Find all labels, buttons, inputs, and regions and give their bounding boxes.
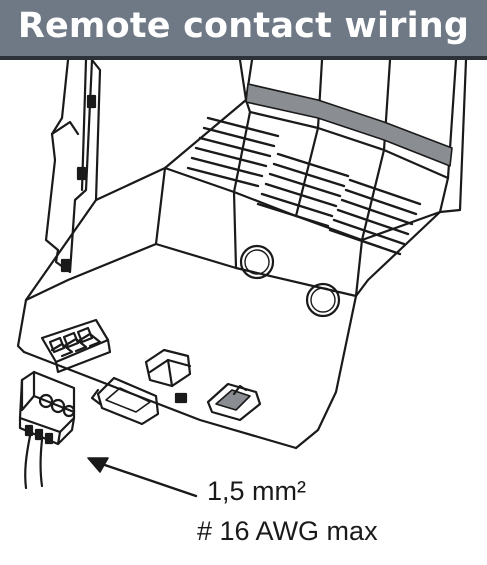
shaded-strip xyxy=(245,83,453,167)
push-button xyxy=(144,348,192,388)
title-bar: Remote contact wiring xyxy=(0,0,487,60)
din-rail-clip xyxy=(44,60,102,274)
indicator-window-1 xyxy=(239,244,275,280)
vent-grille-left xyxy=(186,116,280,188)
device-illustration xyxy=(16,60,468,498)
vent-grille-middle xyxy=(256,152,350,228)
wire-size-label: 1,5 mm² xyxy=(207,476,307,506)
arrow-pointer-icon xyxy=(87,457,198,498)
connector-wires xyxy=(24,434,44,490)
diagram-title: Remote contact wiring xyxy=(17,5,470,46)
module-housing xyxy=(16,60,468,450)
slide-switch xyxy=(206,382,262,422)
fuse-holder xyxy=(90,376,160,426)
awg-rating-label: # 16 AWG max xyxy=(197,516,378,546)
indicator-window-2 xyxy=(305,282,341,318)
status-led xyxy=(174,392,188,404)
vent-grille-right xyxy=(328,178,422,256)
terminal-socket xyxy=(40,318,112,374)
plug-connector-icon xyxy=(18,370,76,446)
